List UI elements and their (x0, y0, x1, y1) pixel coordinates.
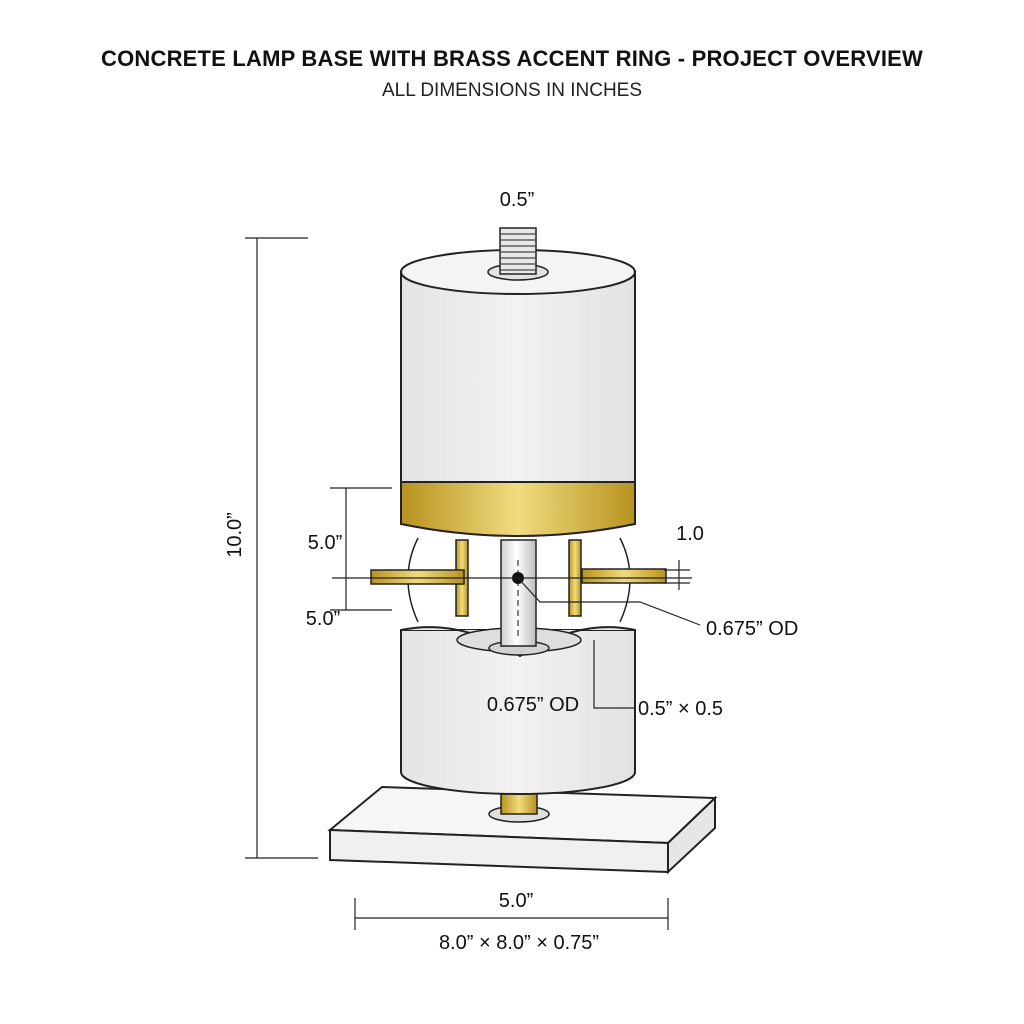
upper-gap-label: 5.0” (308, 532, 342, 554)
diagram-subtitle: ALL DIMENSIONS IN INCHES (381, 80, 643, 101)
overall-height-label: 10.0” (224, 512, 246, 558)
plate-size-label: 8.0” × 8.0” × 0.75” (439, 932, 599, 954)
hole-size-label: 0.5” × 0.5 (638, 698, 723, 720)
tube-od-right-label: 0.675” OD (706, 618, 798, 640)
upper-concrete-cylinder (400, 249, 636, 483)
bottom-width-label: 5.0” (499, 890, 533, 912)
threaded-rod (499, 227, 537, 275)
tube-od-center-label: 0.675” OD (487, 694, 579, 716)
central-tube (500, 539, 537, 647)
brass-cross-bars (370, 568, 667, 585)
lower-concrete-cylinder (400, 626, 636, 795)
brass-accent-ring (400, 481, 636, 537)
dimension-lines (245, 237, 701, 930)
lower-gap-label: 5.0” (306, 608, 340, 630)
rod-top-label: 0.5” (500, 189, 534, 211)
diagram-title: CONCRETE LAMP BASE WITH BRASS ACCENT RIN… (101, 46, 923, 71)
ring-thickness-label: 1.0 (676, 523, 704, 545)
